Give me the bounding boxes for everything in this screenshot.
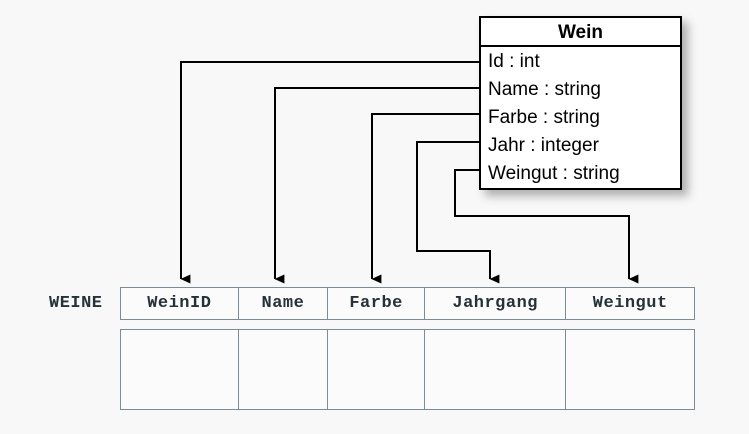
relation-cell-farbe[interactable] xyxy=(328,330,425,409)
uml-class-name: Wein xyxy=(481,18,680,47)
uml-attribute-id[interactable]: Id : int xyxy=(488,51,540,72)
uml-attribute-jahr[interactable]: Jahr : integer xyxy=(488,135,599,156)
relation-name-label: WEINE xyxy=(49,294,103,313)
relation-column-name[interactable]: Name xyxy=(239,288,329,319)
relation-column-weinid[interactable]: WeinID xyxy=(121,288,239,319)
relation-data-row xyxy=(120,329,695,410)
uml-class-box[interactable]: Wein Id : int Name : string Farbe : stri… xyxy=(479,16,682,190)
relation-cell-weinid[interactable] xyxy=(121,330,239,409)
relation-header-row: WeinID Name Farbe Jahrgang Weingut xyxy=(120,287,695,320)
relation-cell-weingut[interactable] xyxy=(566,330,694,409)
connector-name-to-name xyxy=(274,87,479,284)
connector-farbe-to-farbe xyxy=(371,113,479,284)
uml-attribute-list: Id : int Name : string Farbe : string Ja… xyxy=(481,47,680,188)
relation-column-farbe[interactable]: Farbe xyxy=(328,288,425,319)
relation-column-weingut[interactable]: Weingut xyxy=(592,294,668,313)
connector-id-to-weinid xyxy=(180,61,479,284)
uml-attribute-weingut[interactable]: Weingut : string xyxy=(488,163,620,184)
relation-column-jahrgang[interactable]: Jahrgang xyxy=(425,288,567,319)
uml-attribute-name[interactable]: Name : string xyxy=(488,79,601,100)
relation-table: WeinID Name Farbe Jahrgang Weingut xyxy=(120,287,695,410)
relation-cell-name[interactable] xyxy=(239,330,329,409)
relation-cell-jahrgang[interactable] xyxy=(425,330,567,409)
uml-attribute-farbe[interactable]: Farbe : string xyxy=(488,107,600,128)
